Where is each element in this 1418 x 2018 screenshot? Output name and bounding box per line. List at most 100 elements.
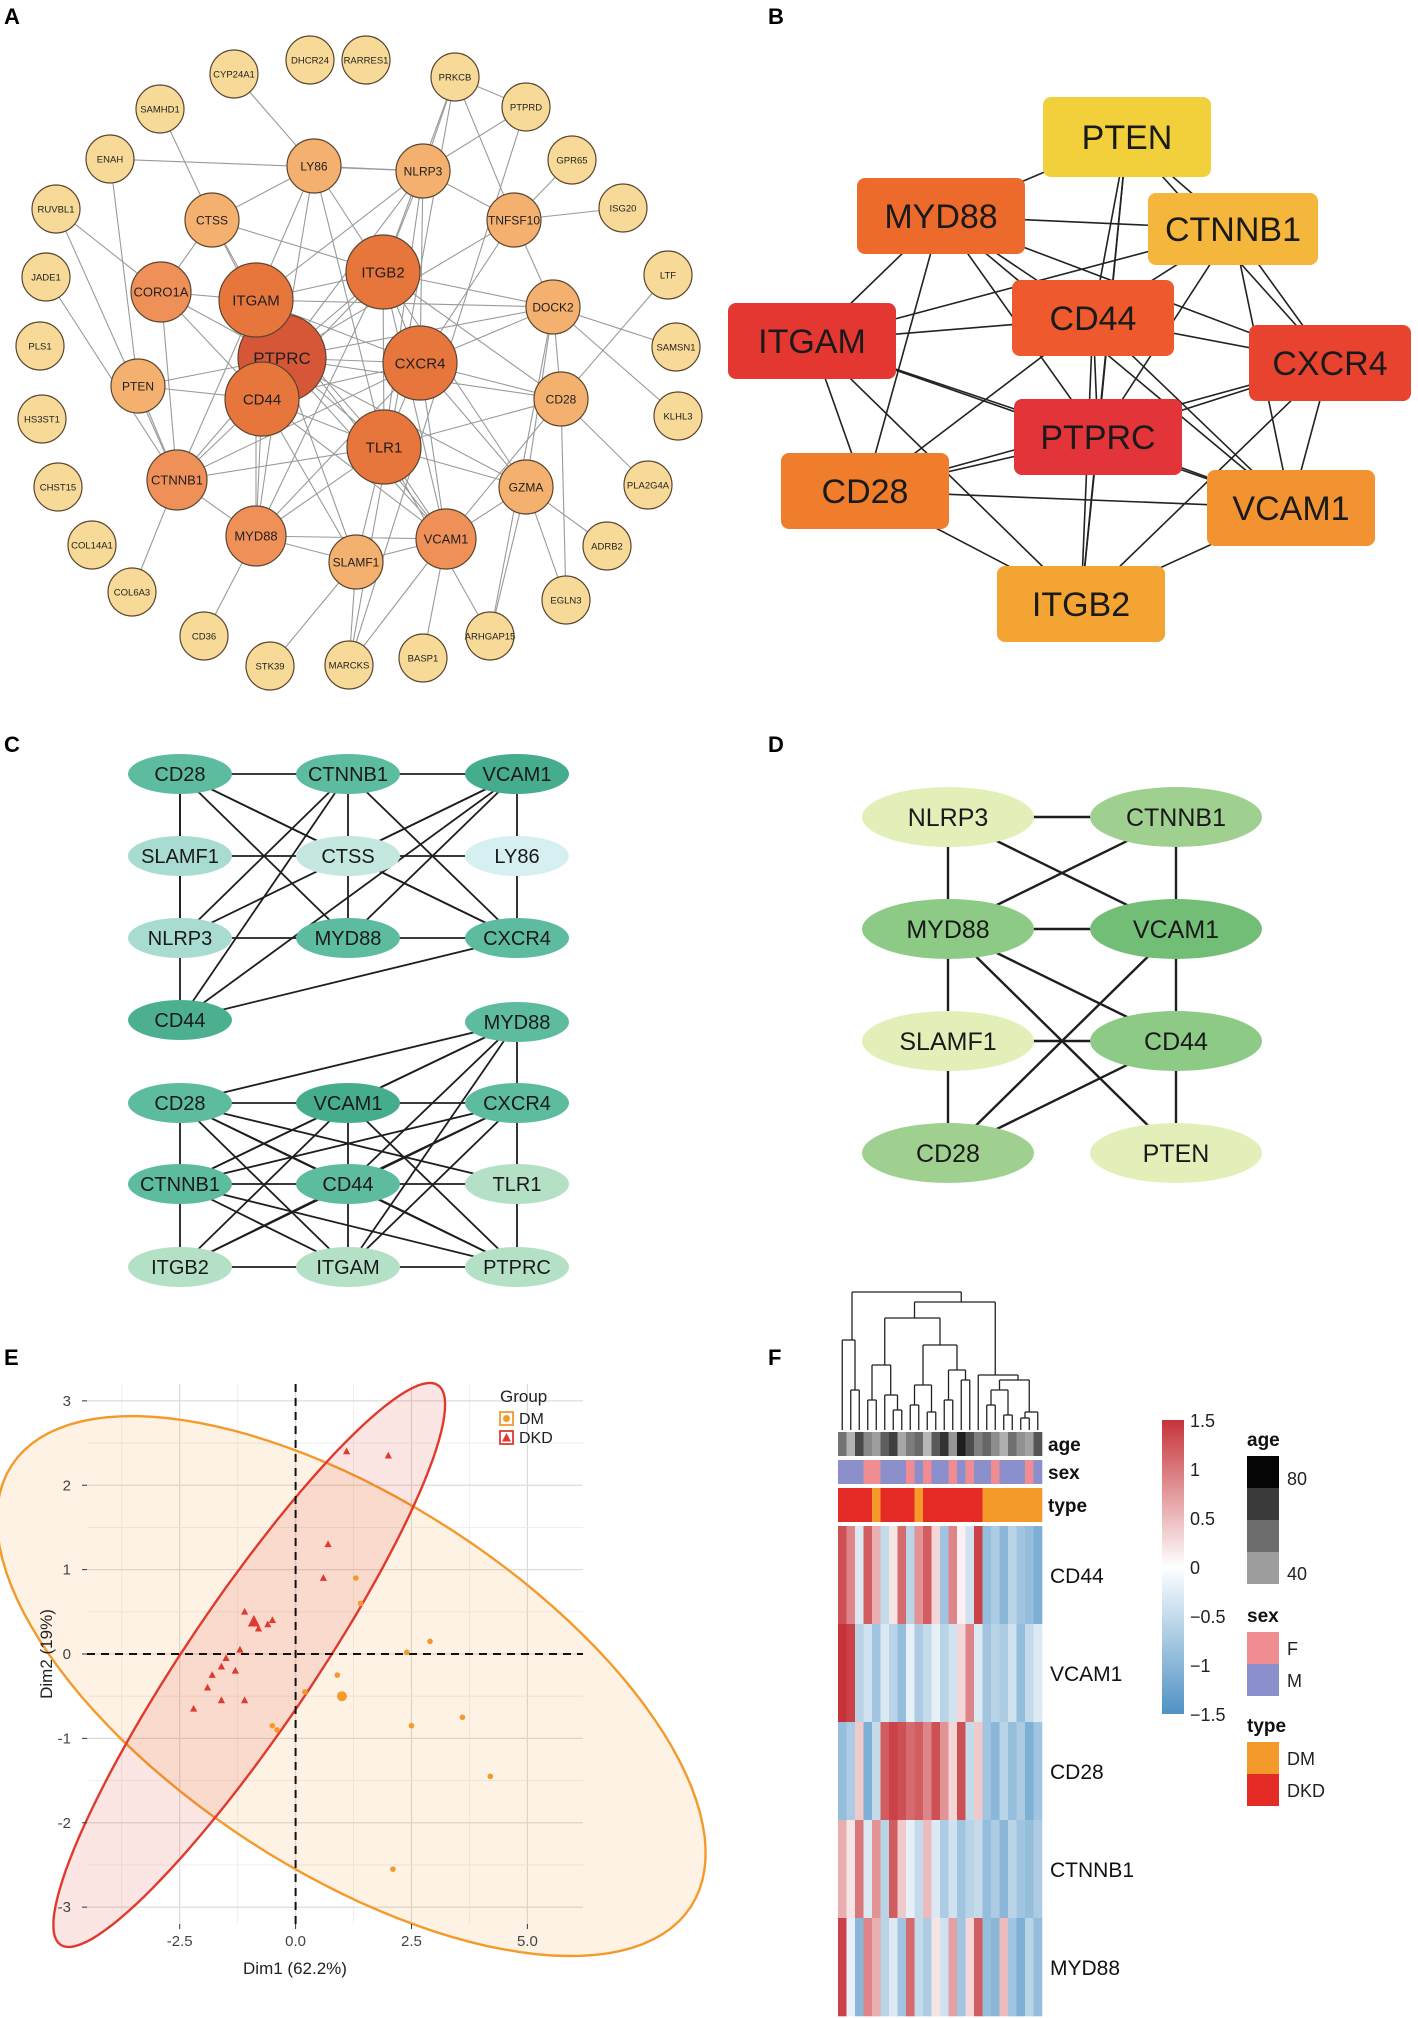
heatmap-cell (940, 1526, 949, 1625)
heatmap-cell (906, 1624, 915, 1723)
legend-label-dm: DM (519, 1411, 544, 1428)
legend-label-type-dm: DM (1287, 1749, 1315, 1769)
node-itgam (728, 303, 896, 379)
node-basp1 (398, 633, 448, 683)
node-tlr1 (346, 409, 422, 485)
edge-ctnnb1-coro1a (160, 291, 178, 481)
heatmap-cell (897, 1624, 907, 1723)
heatmap-cell (957, 1722, 966, 1821)
age-cell (846, 1432, 856, 1456)
node-gzma (498, 459, 554, 515)
c-bottom-edge-cxcr4-ctnnb1 (179, 1102, 518, 1185)
heatmap-cell (999, 1820, 1009, 1919)
node-enah (85, 134, 135, 184)
node-label-ctnnb1: CTNNB1 (1126, 804, 1226, 832)
edge-itgb2-vcam1 (382, 271, 447, 540)
type-cell (906, 1488, 915, 1522)
heatmap-cell (991, 1918, 1000, 2017)
point-dm-4 (334, 1672, 341, 1678)
ellipse-dm (0, 1414, 707, 1958)
sex-cell (897, 1460, 907, 1484)
node-label-pla2g4a: PLA2G4A (627, 480, 670, 491)
heatmap-cell (1008, 1722, 1017, 1821)
node-rarres1 (341, 35, 391, 85)
node-label-myd88: MYD88 (234, 529, 277, 544)
c-bottom-node-label-ctnnb1: CTNNB1 (140, 1174, 220, 1196)
type-cell (965, 1488, 975, 1522)
heatmap-cell (855, 1624, 864, 1723)
heatmap-cell (880, 1526, 890, 1625)
legend-label-sex-f: F (1287, 1639, 1298, 1659)
node-marcks (324, 640, 374, 690)
age-cell (838, 1432, 847, 1456)
heatmap-cell (872, 1722, 881, 1821)
heatmap-cell (906, 1820, 915, 1919)
legend-swatch-sex-f (1247, 1632, 1279, 1664)
c-top-node-label-ctnnb1: CTNNB1 (308, 764, 388, 786)
node-itgam (218, 262, 294, 338)
heatmap-cell (957, 1624, 966, 1723)
node-label-samsn1: SAMSN1 (656, 342, 695, 353)
c-top-node-ctnnb1 (296, 754, 400, 794)
node-label-cyp24a1: CYP24A1 (213, 69, 255, 80)
point-dm-2 (427, 1638, 433, 1645)
node-arhgap15 (465, 611, 515, 661)
heatmap-cell (889, 1918, 898, 2017)
heatmap-cell (957, 1526, 966, 1625)
edge-itgb2-myd88 (255, 271, 384, 537)
sex-cell (957, 1460, 966, 1484)
sex-cell (1033, 1460, 1043, 1484)
c-bottom-node-vcam1 (296, 1083, 400, 1123)
heatmap-cell (948, 1918, 958, 2017)
centroid-dm (336, 1691, 347, 1702)
c-bottom-node-label-cxcr4: CXCR4 (483, 1093, 551, 1115)
y-tick-label: 3 (63, 1393, 71, 1410)
point-dkd-2 (324, 1540, 332, 1548)
node-label-pten: PTEN (1082, 119, 1173, 157)
node-label-ptprc: PTPRC (1040, 419, 1155, 457)
point-dkd-11 (217, 1662, 226, 1670)
c-top-node-vcam1 (465, 754, 569, 794)
c-bottom-node-ctnnb1 (128, 1164, 232, 1204)
c-bottom-node-myd88 (465, 1002, 569, 1042)
node-stk39 (245, 641, 295, 691)
heatmap-cell (1016, 1624, 1026, 1723)
node-prkcb (430, 52, 480, 102)
c-top-node-label-cxcr4: CXCR4 (483, 928, 551, 950)
node-label-isg20: ISG20 (610, 203, 637, 214)
type-cell (855, 1488, 864, 1522)
heatmap-cell (846, 1722, 856, 1821)
heatmap-cell (923, 1526, 932, 1625)
sex-cell (1008, 1460, 1017, 1484)
heatmap-cell (931, 1820, 941, 1919)
heatmap-cell (931, 1918, 941, 2017)
node-label-slamf1: SLAMF1 (899, 1028, 996, 1056)
sex-cell (999, 1460, 1009, 1484)
age-cell (880, 1432, 890, 1456)
node-label-vcam1: VCAM1 (1232, 490, 1349, 528)
heatmap-cell (880, 1624, 890, 1723)
heatmap-cell (889, 1624, 898, 1723)
colorbar-tick-label: 0 (1190, 1558, 1200, 1578)
type-cell (1016, 1488, 1026, 1522)
heatmap-cell (1025, 1918, 1034, 2017)
node-myd88 (857, 178, 1025, 254)
age-cell (982, 1432, 992, 1456)
node-ctss (184, 192, 240, 248)
point-dm-10 (459, 1714, 466, 1721)
node-dhcr24 (285, 35, 335, 85)
c-top-edge-cd44-cxcr4 (179, 937, 518, 1021)
node-klhl3 (653, 391, 703, 441)
heatmap-cell (889, 1722, 898, 1821)
colorbar-tick-label: −1.5 (1190, 1705, 1226, 1725)
y-tick-label: 2 (63, 1477, 71, 1494)
node-label-pten: PTEN (1143, 1140, 1210, 1168)
node-cd28 (862, 1123, 1034, 1183)
heatmap-cell (923, 1624, 932, 1723)
node-adrb2 (582, 521, 632, 571)
heatmap-cell (872, 1918, 881, 2017)
heatmap-cell (957, 1918, 966, 2017)
heatmap-cell (838, 1624, 847, 1723)
